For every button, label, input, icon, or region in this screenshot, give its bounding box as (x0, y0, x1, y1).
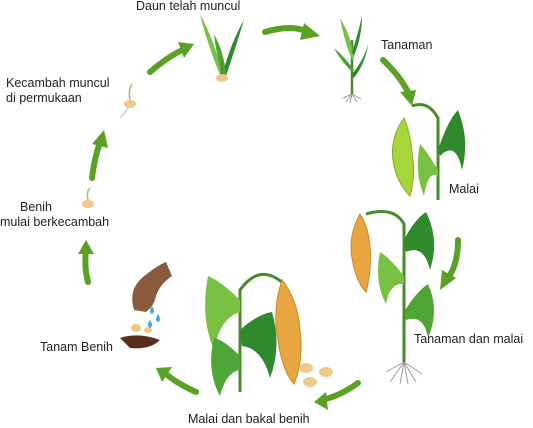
leaf-icon (417, 144, 438, 196)
root-icon (119, 107, 129, 119)
stage-label-planting: Tanam Benih (40, 340, 113, 354)
panicle-icon (391, 116, 415, 197)
stage-germinating-illustration (82, 187, 94, 208)
leaf-icon (438, 110, 466, 170)
root-icon (342, 93, 362, 104)
cycle-arrow-icon (380, 57, 416, 106)
cycle-arrow-icon (440, 237, 461, 290)
seed-icon (124, 100, 136, 108)
panicle-icon (350, 213, 371, 293)
cycle-arrow-icon (78, 240, 94, 285)
stage-label-leaves: Daun telah muncul (136, 0, 241, 13)
leaf-icon (211, 338, 240, 396)
stage-sprout-illustration (119, 83, 136, 119)
leaf-icon (200, 14, 222, 75)
leaf-icon (404, 284, 434, 338)
cycle-arrow-icon (314, 380, 361, 410)
seed-icon (319, 367, 333, 377)
soil-icon (120, 335, 160, 349)
leaf-icon (240, 312, 277, 378)
hand-icon (132, 262, 172, 312)
leaf-icon (352, 16, 362, 56)
stage-planting-illustration (120, 262, 172, 349)
stage-label-germinating-line2: mulai berkecambah (0, 215, 110, 229)
seed-icon (216, 74, 228, 82)
cycle-arrow-icon (262, 23, 320, 40)
cycle-arrow-icon (147, 42, 194, 75)
stage-panicle-seed-illustration (205, 273, 333, 396)
stage-label-sprout-line1: Kecambah muncul (6, 76, 110, 90)
stage-label-germinating-line1: Benih (20, 200, 52, 214)
seed-icon (303, 377, 317, 387)
cycle-arrows (78, 23, 461, 410)
cycle-arrow-icon (89, 130, 108, 181)
seed-icon (82, 200, 94, 208)
panicle-icon (275, 278, 302, 385)
stage-plant-panicle-illustration (350, 210, 435, 385)
leaf-icon (222, 20, 244, 76)
cycle-arrow-icon (156, 367, 199, 395)
stage-label-panicle: Malai (449, 182, 479, 196)
leaf-icon (352, 44, 368, 78)
stage-leaves-illustration (200, 14, 244, 82)
leaf-icon (340, 18, 354, 60)
stage-label-panicle-seed: Malai dan bakal benih (188, 412, 310, 426)
water-drop-icon (148, 320, 152, 328)
seed-icon (299, 363, 313, 373)
stage-panicle-illustration (391, 103, 466, 200)
stage-label-plant-panicle: Tanaman dan malai (414, 332, 524, 346)
root-icon (385, 361, 423, 385)
seed-icon (131, 324, 141, 332)
stage-label-sprout-line2: di permukaan (6, 91, 82, 105)
leaf-icon (404, 212, 435, 270)
stage-plant-illustration (334, 16, 368, 104)
stage-label-plant: Tanaman (381, 38, 433, 52)
leaf-icon (205, 276, 240, 350)
seed-icon (144, 327, 152, 333)
leaf-icon (334, 48, 354, 72)
water-drop-icon (150, 306, 154, 314)
water-drop-icon (156, 314, 160, 322)
leaf-icon (378, 252, 404, 304)
